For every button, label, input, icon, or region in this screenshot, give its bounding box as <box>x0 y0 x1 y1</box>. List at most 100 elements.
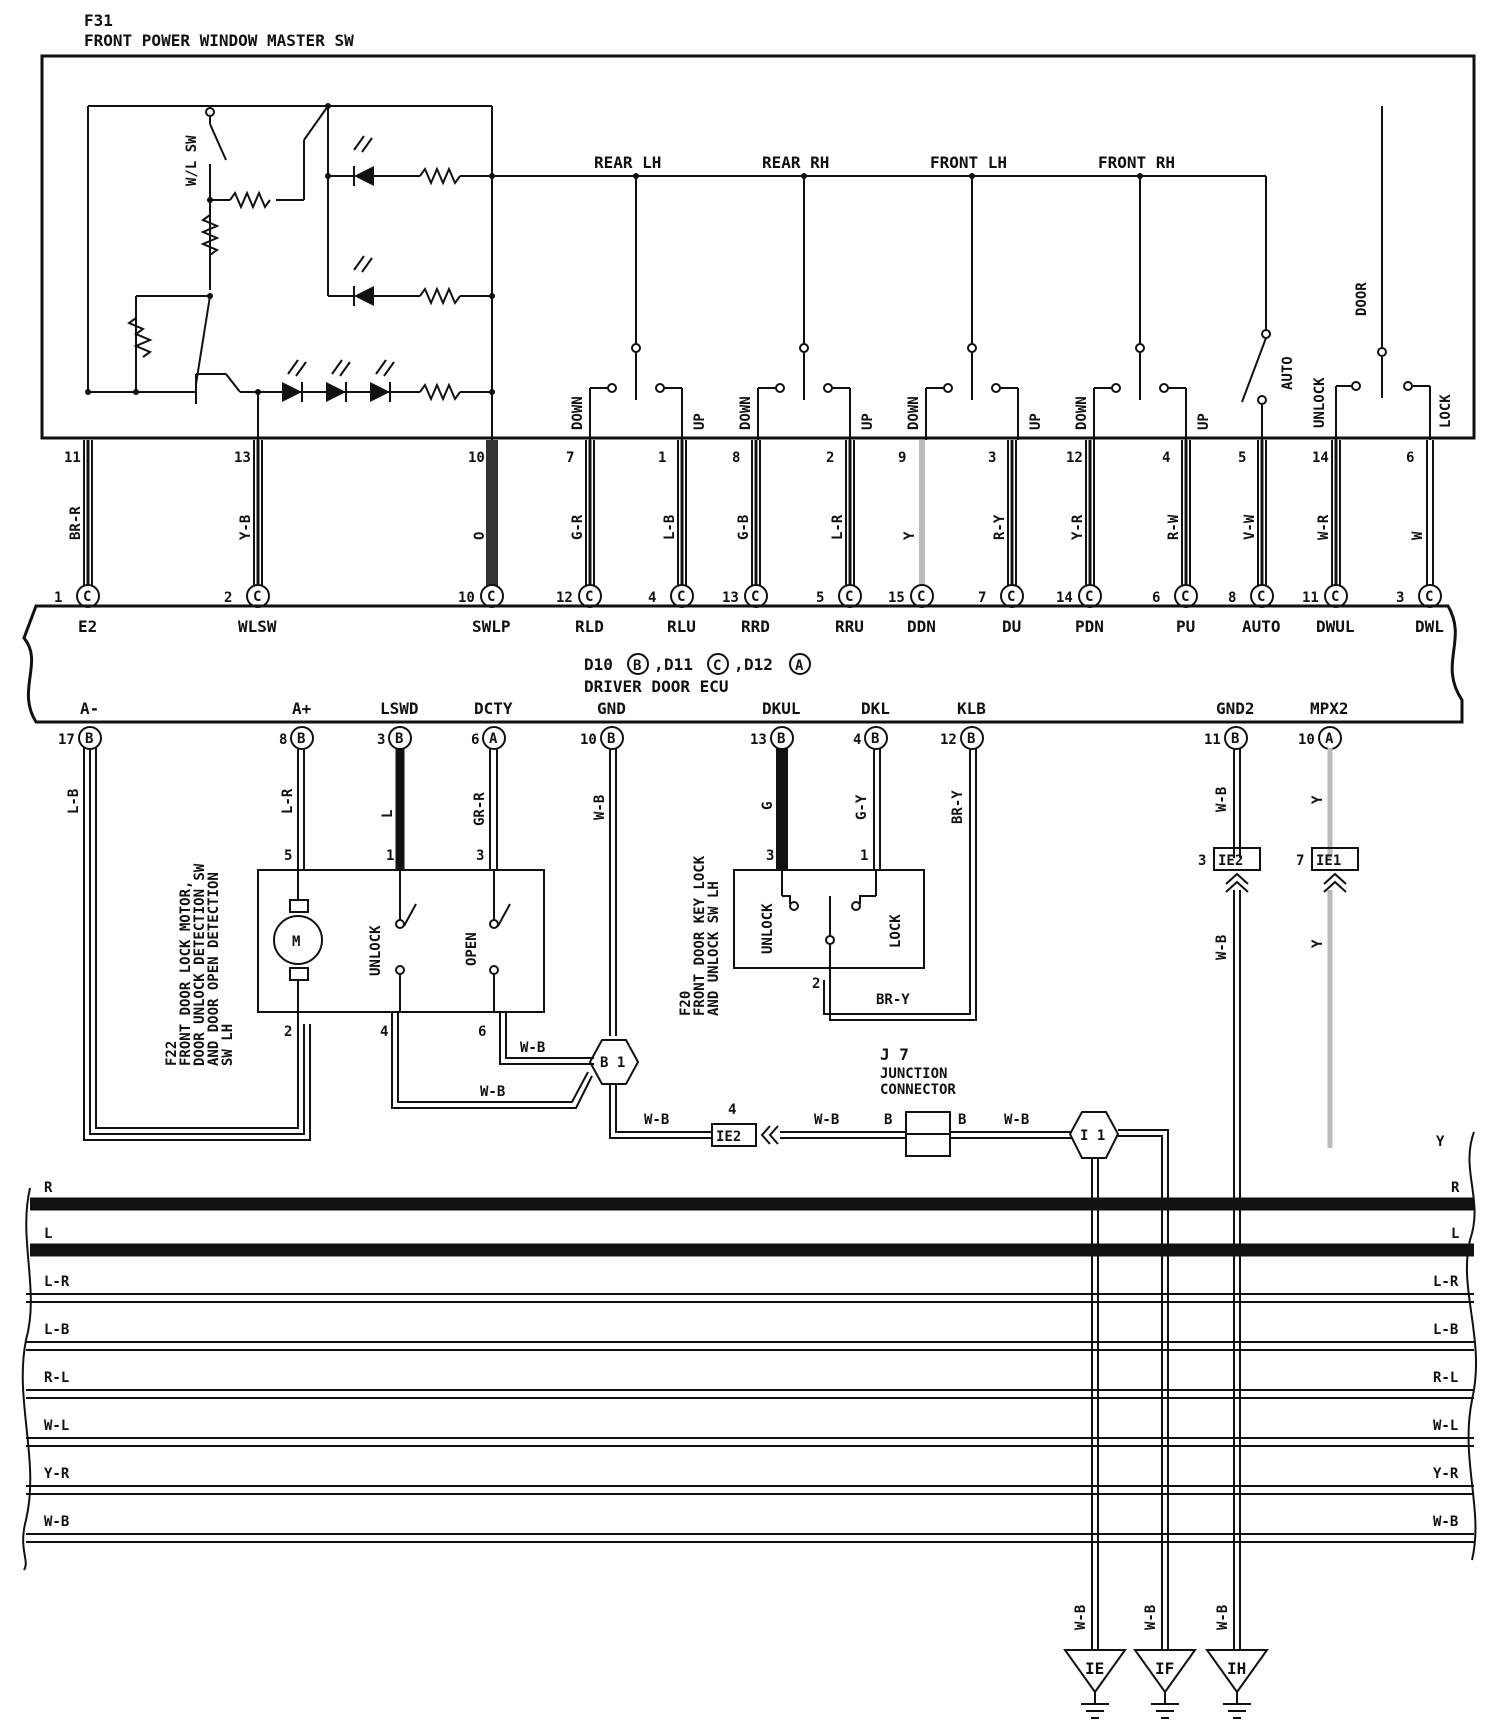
sw-pin-10: 10 <box>468 450 485 466</box>
sw-pin-1: 1 <box>658 450 666 466</box>
ecu-term-pdn: PDN <box>1075 617 1104 636</box>
ecu-body <box>22 604 1464 724</box>
ecu-bottom-term-2: A+ B8 <box>279 699 314 750</box>
connector-ie2-right: IE2 <box>1213 847 1261 893</box>
ecu-term-dwul: DWUL <box>1316 617 1355 636</box>
ecu-conn-rrd: C <box>751 589 759 605</box>
switch-up-label-4: UP <box>1196 413 1212 430</box>
wire-color-rld: G-R <box>570 514 586 540</box>
ecu-term-wlsw: WLSW <box>238 617 277 636</box>
svg-text:B: B <box>1231 731 1239 747</box>
ecu-conn-dwl: C <box>1425 589 1433 605</box>
svg-text:DCTY: DCTY <box>474 699 513 718</box>
svg-text:A+: A+ <box>292 699 312 718</box>
ecu-conn-auto: C <box>1257 589 1265 605</box>
f20-caption: F20 FRONT DOOR KEY LOCK AND UNLOCK SW LH <box>678 855 722 1016</box>
sw-pin-11: 11 <box>64 450 81 466</box>
ecu-pin-rlu: 4 <box>648 590 656 606</box>
svg-text:B: B <box>85 731 93 747</box>
ecu-pin-auto: 8 <box>1228 590 1236 606</box>
sw-pin-13: 13 <box>234 450 251 466</box>
svg-text:W-L: W-L <box>1433 1418 1458 1434</box>
svg-text:F22: F22 <box>164 1041 180 1066</box>
door-label: DOOR <box>1354 282 1370 316</box>
svg-text:W-B: W-B <box>1215 1605 1231 1630</box>
ecu-pin-e2: 1 <box>54 590 62 606</box>
svg-text:FRONT DOOR LOCK MOTOR,: FRONT DOOR LOCK MOTOR, <box>178 881 194 1066</box>
svg-text:B: B <box>297 731 305 747</box>
ecu-pin-ddn: 15 <box>888 590 905 606</box>
ecu-bottom-term-1: A-B17 <box>58 699 102 750</box>
ecu-term-swlp: SWLP <box>472 617 511 636</box>
f22-pin-2: 2 <box>284 1024 292 1040</box>
switch-down-label-3: DOWN <box>906 396 922 430</box>
ecu-pin-du: 7 <box>978 590 986 606</box>
lower-wiring <box>83 748 1333 1650</box>
wire-color-rrd: G-B <box>736 515 752 540</box>
ecu-term-rlu: RLU <box>667 617 696 636</box>
svg-text:8: 8 <box>279 732 287 748</box>
bus-top-right-y: Y <box>1436 1134 1445 1150</box>
wire-klb-color: BR-Y <box>950 790 966 824</box>
f20-unlock-label: UNLOCK <box>760 903 776 954</box>
svg-text:IH: IH <box>1227 1659 1246 1678</box>
sw-pin-9: 9 <box>898 450 906 466</box>
bus-left-break <box>21 1187 32 1571</box>
svg-text:B: B <box>633 658 641 674</box>
svg-text:D12: D12 <box>744 655 773 674</box>
f22-pin-1: 1 <box>386 848 394 864</box>
sw-pin-6: 6 <box>1406 450 1414 466</box>
unlock-label: UNLOCK <box>1312 377 1328 428</box>
svg-text:W-B: W-B <box>1433 1514 1458 1530</box>
j7-out-pin: B <box>958 1112 966 1128</box>
sw-pin-2: 2 <box>826 450 834 466</box>
auto-door-switch <box>1241 329 1431 440</box>
junction-i1: I 1 <box>1068 1111 1169 1650</box>
f22-pin-3: 3 <box>476 848 484 864</box>
svg-text:AND DOOR OPEN DETECTION: AND DOOR OPEN DETECTION <box>206 872 222 1066</box>
svg-text:GND2: GND2 <box>1216 699 1255 718</box>
ecu-conn-wlsw: C <box>253 589 261 605</box>
svg-text:IE1: IE1 <box>1316 853 1341 869</box>
ecu-pin-rld: 12 <box>556 590 573 606</box>
svg-text:MPX2: MPX2 <box>1310 699 1349 718</box>
f20-key-lock-switch <box>733 869 925 980</box>
switch-down-label-2: DOWN <box>738 396 754 430</box>
svg-text:DKUL: DKUL <box>762 699 801 718</box>
svg-text:DOOR UNLOCK DETECTION SW: DOOR UNLOCK DETECTION SW <box>192 863 208 1066</box>
f22-open-label: OPEN <box>464 932 480 966</box>
sw-pin-14: 14 <box>1312 450 1329 466</box>
wl-sw-label: W/L SW <box>184 135 200 186</box>
auto-label: AUTO <box>1280 356 1296 390</box>
svg-text:DKL: DKL <box>861 699 890 718</box>
wire-color-du: R-Y <box>992 514 1008 540</box>
switch-down-label-1: DOWN <box>570 396 586 430</box>
ecu-pin-rru: 5 <box>816 590 824 606</box>
j7-in-pin: B <box>884 1112 892 1128</box>
wire-gnd-color: W-B <box>592 795 608 820</box>
switch-group-name-2: REAR RH <box>762 153 829 172</box>
lock-label: LOCK <box>1438 394 1454 428</box>
f20-pin-1: 1 <box>860 848 868 864</box>
svg-text:AND UNLOCK SW LH: AND UNLOCK SW LH <box>706 881 722 1016</box>
ecu-pin-wlsw: 2 <box>224 590 232 606</box>
svg-text:L-B: L-B <box>1433 1322 1458 1338</box>
wire-color-e2: BR-R <box>68 506 84 540</box>
